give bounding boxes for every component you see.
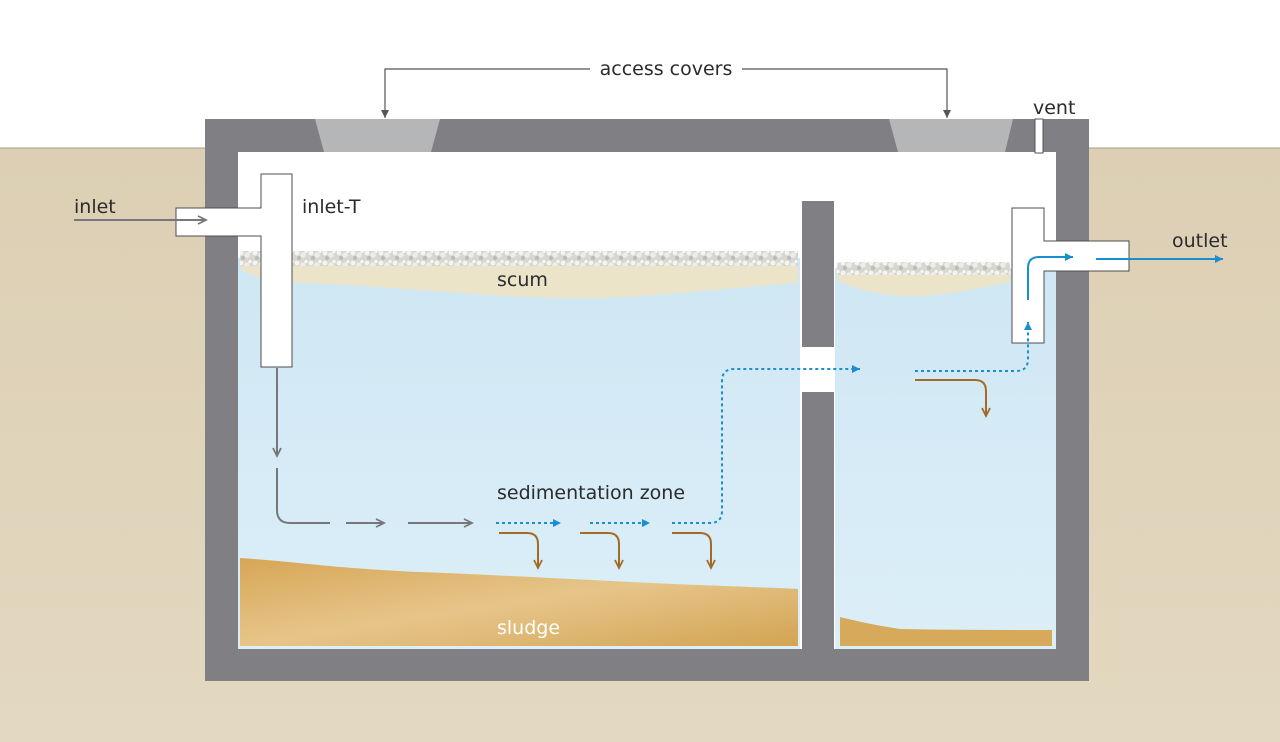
- flow-arrow-turn: [276, 468, 330, 524]
- label-sedimentation-zone: sedimentation zone: [497, 482, 685, 504]
- sink-arrow-1: [499, 532, 543, 571]
- label-access-covers: access covers: [600, 58, 733, 80]
- flow-arrow-blue-4: [915, 322, 1032, 372]
- label-outlet: outlet: [1172, 230, 1228, 252]
- sink-arrow-4: [915, 379, 991, 419]
- vent-pipe: [1034, 118, 1044, 154]
- baffle-upper: [802, 201, 834, 347]
- flow-arrow-blue-3: [672, 365, 860, 524]
- scum-pebbles-left: [240, 251, 798, 266]
- sludge-layer-right: [840, 617, 1052, 646]
- flow-arrow-outlet-t: [1027, 253, 1073, 300]
- sink-arrow-3: [672, 532, 716, 571]
- leader-line-left: [381, 68, 590, 118]
- baffle-lower: [802, 392, 834, 681]
- label-inlet: inlet: [74, 196, 116, 218]
- outlet-t-pipe: [1011, 207, 1130, 344]
- label-vent: vent: [1033, 97, 1075, 119]
- sink-arrow-2: [580, 532, 624, 571]
- label-sludge: sludge: [497, 617, 560, 639]
- label-scum: scum: [497, 269, 548, 291]
- access-cover-left: [315, 119, 440, 152]
- scum-layer-left: [240, 256, 798, 299]
- leader-line-right: [742, 68, 951, 118]
- access-cover-right: [889, 119, 1013, 152]
- sludge-layer-left: [240, 558, 798, 646]
- label-inlet-t: inlet-T: [302, 196, 361, 218]
- scum-pebbles-right: [837, 262, 1010, 275]
